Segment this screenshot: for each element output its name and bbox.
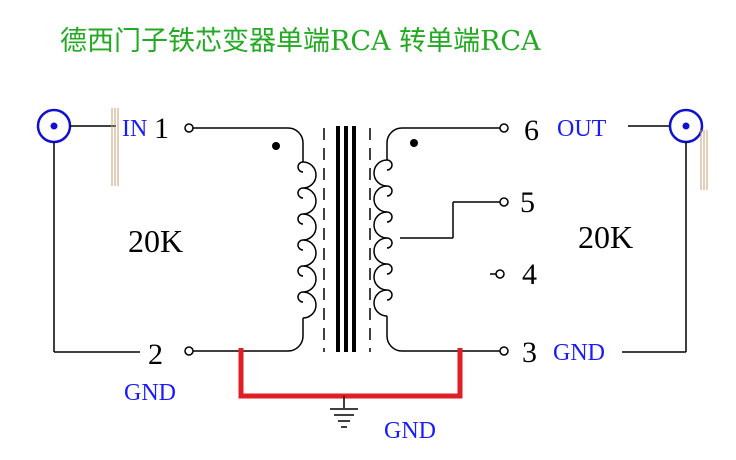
out-label: OUT: [557, 116, 607, 142]
primary-polarity-dot: [272, 142, 280, 150]
pin-5-terminal: [499, 197, 509, 207]
output-rca-connector: [622, 108, 708, 353]
input-rca-connector: [36, 108, 140, 353]
input-connector-pin: [50, 122, 58, 130]
pin-6-label: 6: [524, 114, 539, 147]
in-label: IN: [122, 116, 147, 142]
pin-1-terminal: [184, 123, 194, 133]
pin-5-label: 5: [520, 186, 535, 219]
output-shield-icon: [700, 130, 708, 190]
pin-4-terminal: [495, 269, 505, 279]
ground-symbol-icon: [330, 408, 358, 428]
secondary-impedance-label: 20K: [578, 219, 633, 255]
primary-impedance-label: 20K: [128, 223, 183, 259]
primary-winding: [184, 123, 317, 356]
primary-gnd-label: GND: [124, 380, 176, 406]
pin-2-label: 2: [148, 338, 163, 371]
secondary-polarity-dot: [410, 139, 418, 147]
pin-4-label: 4: [522, 258, 537, 291]
output-connector-pin: [682, 122, 690, 130]
pin-3-label: 3: [522, 336, 537, 369]
diagram-title: 德西门子铁芯变器单端RCA 转单端RCA: [60, 26, 541, 57]
secondary-gnd-label: GND: [553, 340, 605, 366]
transformer-core: [323, 126, 371, 352]
ground-label: GND: [384, 418, 436, 444]
pin-1-label: 1: [154, 112, 169, 145]
input-shield-icon: [111, 108, 119, 186]
pin-2-terminal: [184, 346, 194, 356]
secondary-winding: [373, 127, 500, 352]
pin-6-terminal: [499, 123, 509, 133]
pin-3-terminal: [499, 346, 509, 356]
ground-bus: [238, 348, 463, 399]
